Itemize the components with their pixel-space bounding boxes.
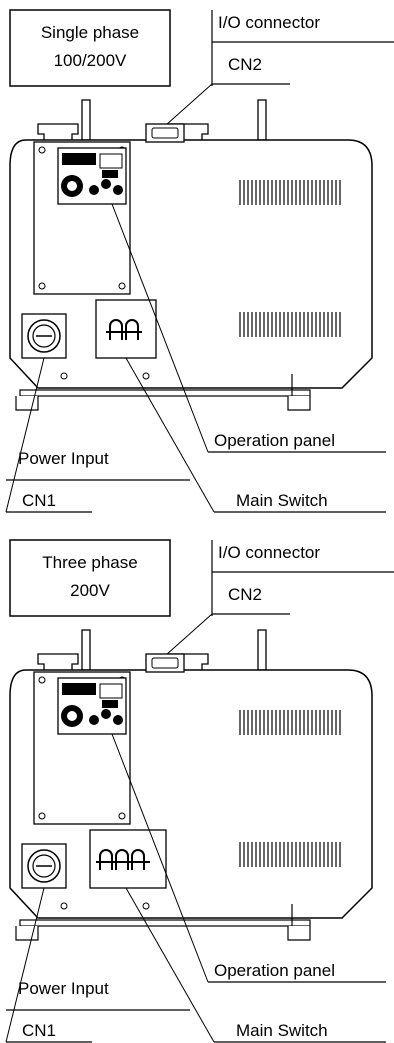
cn1-label: CN1 [22,1021,56,1040]
main-switch-label: Main Switch [236,491,328,510]
main-switch-label: Main Switch [236,1021,328,1040]
operation-panel-label: Operation panel [214,431,335,450]
io-connector-label: I/O connector [218,543,320,562]
cn2-label: CN2 [228,55,262,74]
io-connector-label: I/O connector [218,13,320,32]
cn2-label: CN2 [228,585,262,604]
phase-title-line2: 200V [70,581,110,600]
three-phase-unit: Three phase 200V I/O connector CN2 [5,539,394,1043]
phase-title-line2: 100/200V [54,51,127,70]
phase-title-line1: Three phase [42,553,137,572]
vent-upper [239,180,341,205]
phase-title-line1: Single phase [41,23,139,42]
operation-panel-label: Operation panel [214,961,335,980]
power-input-label: Power Input [18,979,109,998]
single-phase-unit: Single phase 100/200V I/O connector CN2 [5,9,394,513]
phase-title-box [9,539,171,617]
vent-lower [239,312,341,337]
vent-lower [239,842,341,867]
vent-upper [239,710,341,735]
power-input-label: Power Input [18,449,109,468]
cn1-label: CN1 [22,491,56,510]
phase-title-box [9,9,171,87]
